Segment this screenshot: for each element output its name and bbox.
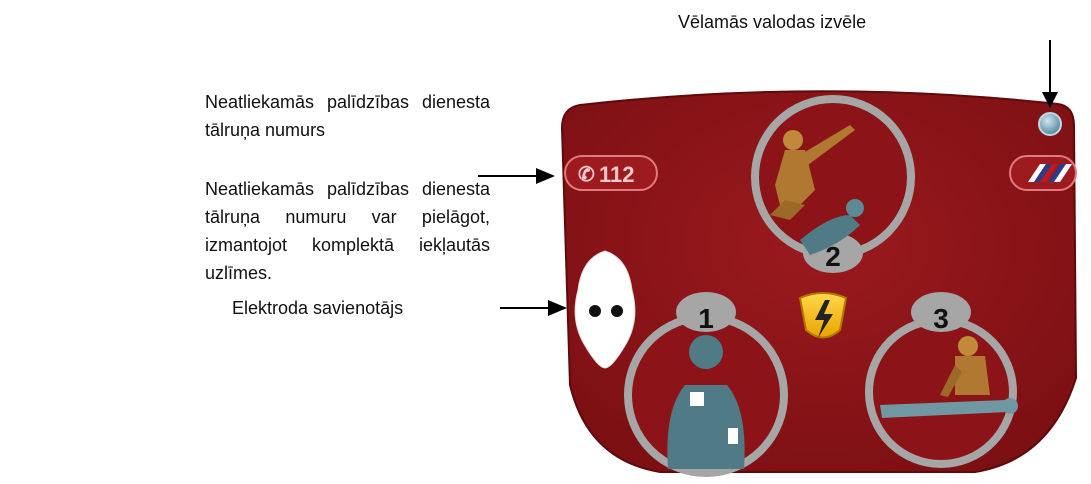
step-1-number: 1 <box>698 303 714 334</box>
phone-icon: ✆ <box>578 164 595 186</box>
arrow-language <box>1042 40 1058 108</box>
arrow-phone <box>478 168 555 184</box>
arrow-electrode <box>500 300 567 316</box>
language-button <box>1039 113 1061 135</box>
phone-number-badge: ✆ 112 <box>565 156 657 190</box>
phone-number-text: 112 <box>599 162 635 187</box>
language-flag-badge <box>1010 156 1076 190</box>
shock-button <box>800 293 846 338</box>
step-3-number: 3 <box>933 303 949 334</box>
